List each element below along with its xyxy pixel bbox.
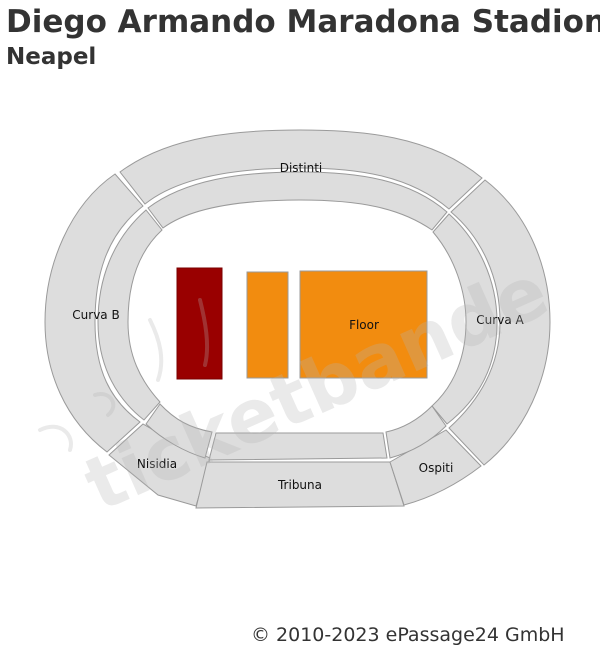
label-curva-a: Curva A — [476, 313, 524, 327]
label-distinti: Distinti — [280, 161, 323, 175]
copyright-footer: © 2010-2023 ePassage24 GmbH — [251, 624, 565, 646]
label-ospiti: Ospiti — [419, 461, 454, 475]
label-tribuna: Tribuna — [277, 478, 322, 492]
section-curva-a-inner[interactable] — [431, 213, 498, 425]
label-nisidia: Nisidia — [137, 457, 177, 471]
floor-block-orange-large[interactable] — [299, 270, 428, 379]
page-subtitle: Neapel — [6, 44, 97, 70]
section-curva-a-outer[interactable] — [448, 179, 551, 466]
section-tribuna-inner[interactable] — [208, 432, 388, 461]
section-distinti-outer[interactable] — [119, 129, 483, 210]
section-curva-b-outer[interactable] — [44, 173, 144, 453]
page-title: Diego Armando Maradona Stadion — [6, 4, 600, 40]
section-ospiti-inner[interactable] — [385, 405, 447, 459]
section-nisidia-inner[interactable] — [145, 403, 213, 459]
label-floor: Floor — [349, 318, 379, 332]
section-tribuna-outer[interactable] — [195, 461, 405, 509]
floor-block-orange-small[interactable] — [246, 271, 289, 379]
section-curva-b-inner[interactable] — [97, 209, 163, 421]
section-distinti-inner[interactable] — [147, 171, 448, 231]
label-curva-b: Curva B — [72, 308, 119, 322]
floor-block-dark-red[interactable] — [176, 267, 223, 380]
section-ospiti[interactable] — [389, 429, 482, 506]
